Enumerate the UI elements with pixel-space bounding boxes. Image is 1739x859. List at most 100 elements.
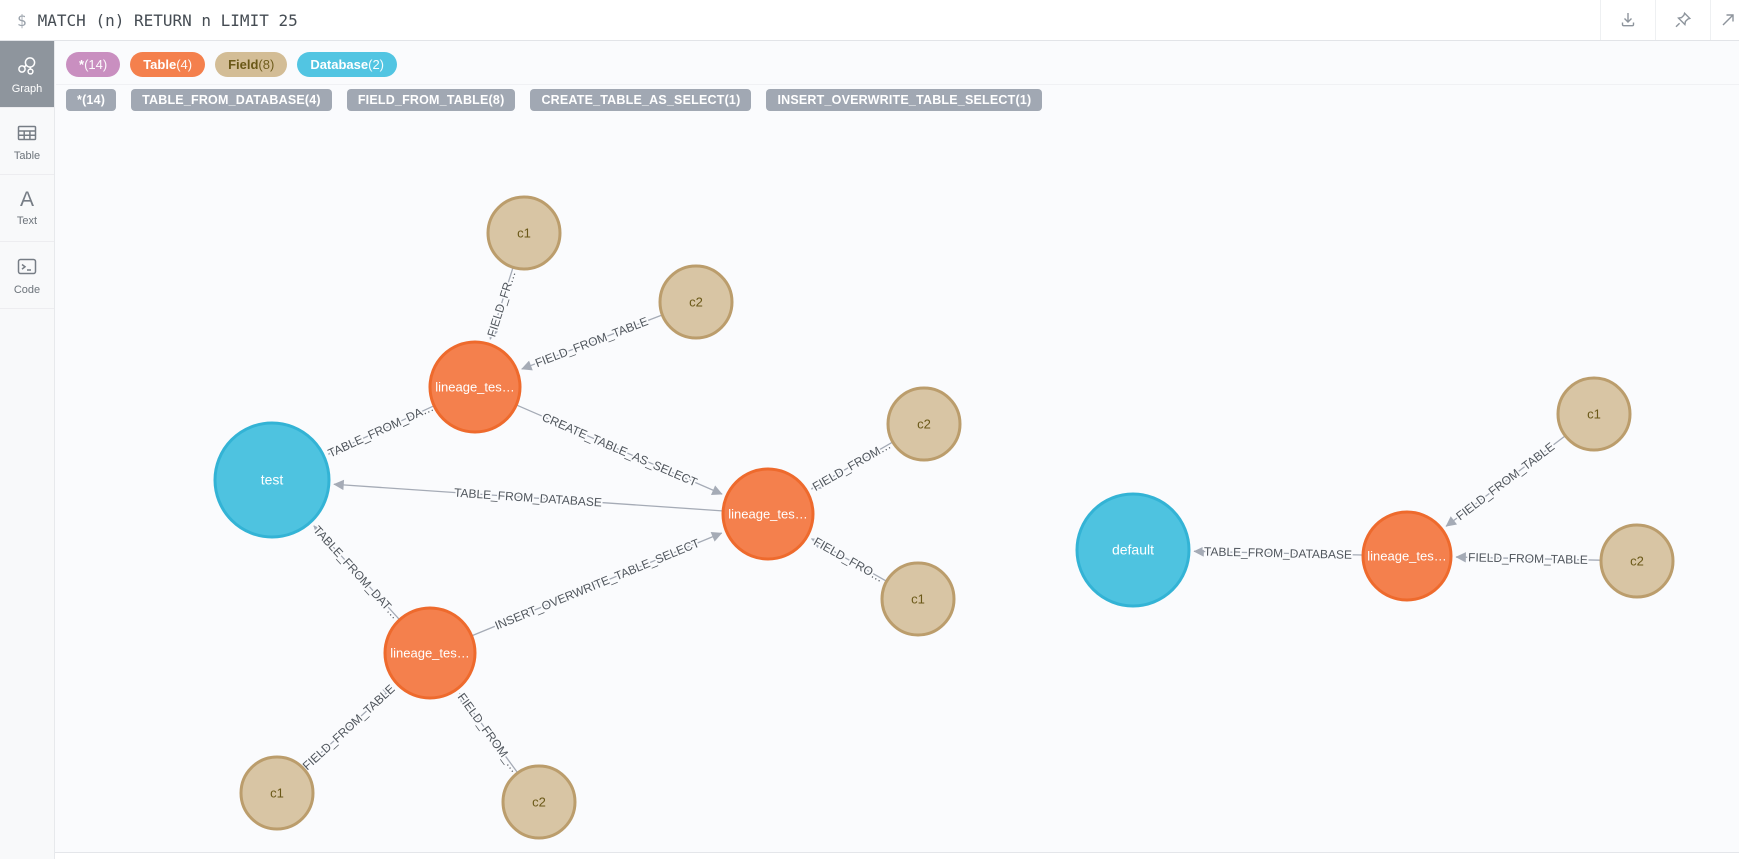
node-label-pill[interactable]: Database(2) xyxy=(297,51,398,77)
graph-node-db_test[interactable]: test xyxy=(213,421,331,539)
pin-button[interactable] xyxy=(1655,0,1710,40)
edge-label: CREATE_TABLE_AS_SELECT xyxy=(540,410,700,490)
graph-node-c1_mid[interactable]: c1 xyxy=(880,561,956,637)
node-label-pill[interactable]: *(14) xyxy=(66,51,121,77)
edge-label: INSERT_OVERWRITE_TABLE_SELECT xyxy=(493,536,702,633)
graph-node-c1_right[interactable]: c1 xyxy=(1556,376,1632,452)
graph-nodes[interactable]: c1c2lineage_tes…testlineage_tes…c2c1line… xyxy=(213,195,1675,840)
pill-name: * xyxy=(79,56,85,72)
graph-node-c2_right[interactable]: c2 xyxy=(1599,523,1675,599)
pill-name: Field xyxy=(228,56,259,72)
edge-label: FIELD_FROM_TABLE xyxy=(1468,550,1588,567)
relationship-type-pill[interactable]: CREATE_TABLE_AS_SELECT(1) xyxy=(530,89,752,111)
graph-node-c2_bot[interactable]: c2 xyxy=(501,764,577,840)
tab-label: Text xyxy=(16,215,38,227)
graph-edge xyxy=(488,268,514,340)
graph-icon xyxy=(18,56,36,75)
pill-count: (4) xyxy=(176,56,193,72)
code-icon xyxy=(17,258,37,274)
node-circle[interactable] xyxy=(886,386,962,462)
relationship-type-pill[interactable]: TABLE_FROM_DATABASE(4) xyxy=(131,89,332,111)
graph-edge xyxy=(1455,552,1601,563)
edge-label: FIELD_FRO… xyxy=(811,534,886,585)
relationship-type-pill[interactable]: FIELD_FROM_TABLE(8) xyxy=(346,89,516,111)
graph-edge xyxy=(303,686,394,769)
pills-divider xyxy=(56,84,1739,85)
graph-edges xyxy=(303,268,1601,773)
node-label-pill[interactable]: Field(8) xyxy=(215,51,288,77)
edge-label: FIELD_FROM_TABLE xyxy=(1453,440,1557,524)
edge-label: FIELD_FROM_TABLE xyxy=(533,314,650,370)
tab-label: Graph xyxy=(11,82,43,95)
graph-edge xyxy=(1445,435,1565,527)
relationship-type-pills: *(14) TABLE_FROM_DATABASE(4) FIELD_FROM_TA… xyxy=(66,87,1739,113)
pill-name: Database xyxy=(310,56,369,72)
node-circle[interactable] xyxy=(1556,376,1632,452)
node-circle[interactable] xyxy=(383,606,477,700)
graph-edge xyxy=(521,314,662,371)
expand-button[interactable] xyxy=(1710,0,1739,40)
pill-name: Table xyxy=(143,56,177,72)
graph-edge xyxy=(327,405,434,455)
graph-node-c1_top[interactable]: c1 xyxy=(486,195,562,271)
graph-edge xyxy=(333,479,723,512)
edge-label: TABLE_FROM_DATABASE xyxy=(454,486,603,510)
graph-node-c2_top[interactable]: c2 xyxy=(658,264,734,340)
pill-count: (8) xyxy=(258,56,275,72)
graph-node-tbl_bot[interactable]: lineage_tes… xyxy=(383,606,477,700)
download-button[interactable] xyxy=(1600,0,1655,40)
pill-count: (14) xyxy=(84,56,108,72)
node-circle[interactable] xyxy=(880,561,956,637)
node-circle[interactable] xyxy=(721,467,815,561)
query-bar: $ MATCH (n) RETURN n LIMIT 25 xyxy=(0,0,1739,41)
graph-node-tbl_top[interactable]: lineage_tes… xyxy=(428,340,522,434)
tab-text[interactable]: A Text xyxy=(0,175,54,242)
node-circle[interactable] xyxy=(428,340,522,434)
graph-edge xyxy=(1193,546,1363,557)
pill-count: (2) xyxy=(368,56,385,72)
node-circle[interactable] xyxy=(1599,523,1675,599)
download-icon xyxy=(1621,13,1635,27)
expand-icon xyxy=(1722,14,1734,26)
node-label-pills: *(14) Table(4) Field(8) Database(2) xyxy=(66,49,1739,79)
tab-table[interactable]: Table xyxy=(0,108,54,175)
graph-edge xyxy=(811,538,887,582)
node-circle[interactable] xyxy=(213,421,331,539)
node-circle[interactable] xyxy=(658,264,734,340)
node-circle[interactable] xyxy=(1075,492,1191,608)
tab-code[interactable]: Code xyxy=(0,242,54,309)
node-circle[interactable] xyxy=(501,764,577,840)
graph-node-c1_bot[interactable]: c1 xyxy=(239,755,315,831)
text-icon: A xyxy=(19,188,34,211)
tab-label: Code xyxy=(13,283,41,296)
tab-label: Table xyxy=(13,149,41,162)
table-icon xyxy=(17,125,37,140)
tab-graph[interactable]: Graph xyxy=(0,41,54,108)
node-circle[interactable] xyxy=(1361,510,1453,602)
node-circle[interactable] xyxy=(239,755,315,831)
query-text: MATCH (n) RETURN n LIMIT 25 xyxy=(37,10,298,30)
graph-node-db_default[interactable]: default xyxy=(1075,492,1191,608)
query-editor[interactable]: $ MATCH (n) RETURN n LIMIT 25 xyxy=(0,0,1600,40)
edge-label: FIELD_FROM… xyxy=(810,438,893,494)
graph-edge xyxy=(313,525,400,620)
graph-node-tbl_mid[interactable]: lineage_tes… xyxy=(721,467,815,561)
frame-bottom-divider xyxy=(55,852,1739,859)
graph-edge xyxy=(472,531,723,637)
node-label-pill[interactable]: Table(4) xyxy=(130,51,206,77)
edge-label: TABLE_FROM_DATABASE xyxy=(1204,544,1352,561)
edge-label: FIELD_FROM_… xyxy=(455,690,522,775)
prompt-symbol: $ xyxy=(17,10,27,30)
graph-node-tbl_right[interactable]: lineage_tes… xyxy=(1361,510,1453,602)
node-circle[interactable] xyxy=(486,195,562,271)
edge-label: TABLE_FROM_DA… xyxy=(326,400,436,460)
graph-node-c2_mid[interactable]: c2 xyxy=(886,386,962,462)
edge-label: FIELD_FR… xyxy=(484,269,518,339)
relationship-type-pill[interactable]: INSERT_OVERWRITE_TABLE_SELECT(1) xyxy=(766,89,1043,111)
pin-icon xyxy=(1675,11,1692,28)
edge-label: FIELD_FROM_TABLE xyxy=(300,682,398,773)
graph-edge xyxy=(810,441,893,490)
graph-edge xyxy=(516,404,723,495)
relationship-type-pill[interactable]: *(14) xyxy=(66,89,117,111)
